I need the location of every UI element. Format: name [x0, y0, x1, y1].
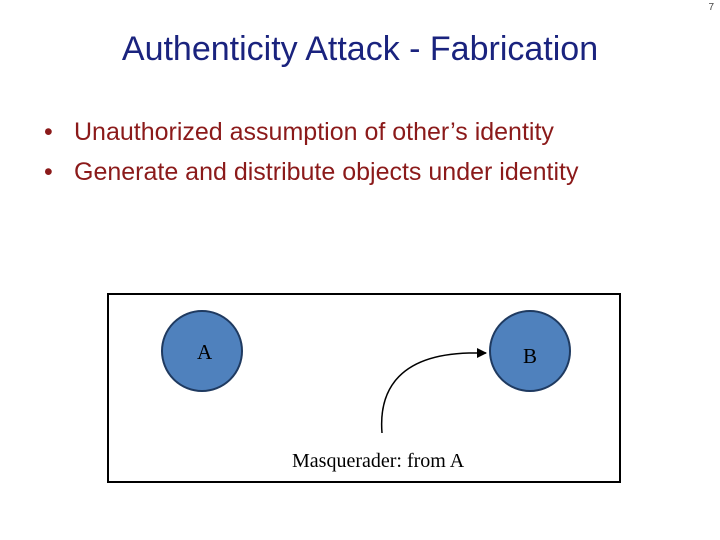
node-a-circle	[161, 310, 243, 392]
diagram-caption: Masquerader: from A	[292, 450, 465, 472]
bullet-icon: •	[44, 118, 53, 146]
bullet-item: • Generate and distribute objects under i…	[44, 152, 578, 192]
node-b-circle	[489, 310, 571, 392]
bullet-text: Unauthorized assumption of other’s ident…	[74, 118, 554, 146]
bullet-list: • Unauthorized assumption of other’s iden…	[44, 112, 578, 192]
page-number: 7	[708, 2, 714, 13]
bullet-icon: •	[44, 158, 53, 186]
slide-title: Authenticity Attack - Fabrication	[121, 30, 599, 68]
node-b-label: B	[523, 344, 537, 368]
bullet-item: • Unauthorized assumption of other’s iden…	[44, 112, 578, 152]
masquerade-arrow	[380, 348, 487, 434]
node-a-label: A	[197, 340, 213, 364]
fabrication-diagram: A B Masquerader: from A	[107, 293, 621, 483]
diagram-canvas: A B Masquerader: from A	[161, 310, 571, 472]
bullet-text: Generate and distribute objects under id…	[74, 158, 579, 186]
